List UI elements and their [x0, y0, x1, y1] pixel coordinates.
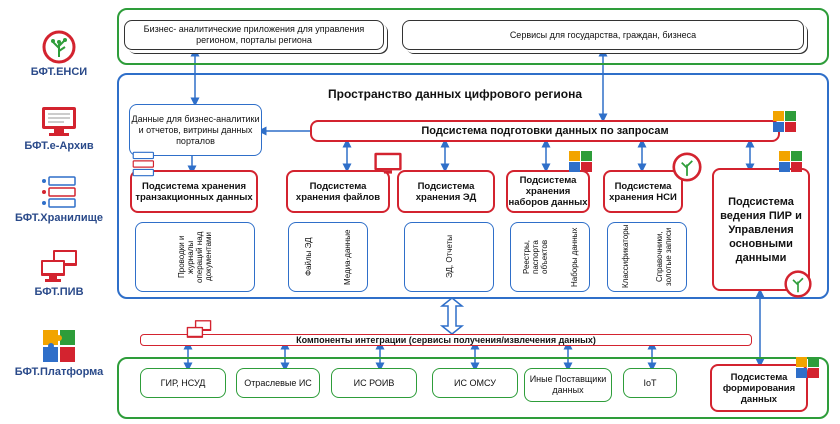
subsystem-label: Подсистема хранения НСИ — [609, 180, 677, 203]
bi-data-label: Данные для бизнес-аналитики и отчетов, в… — [131, 113, 260, 146]
formation-label: Подсистема формирования данных — [722, 371, 796, 405]
source-label: Отраслевые ИС — [244, 377, 312, 388]
legend-item-platform: БФТ.Платформа — [4, 328, 114, 378]
source-box: Отраслевые ИС — [236, 368, 320, 398]
source-label: ИС РОИВ — [353, 377, 395, 388]
content-datasets: Реестры, паспорта объектов Наборы данных — [510, 222, 590, 292]
puzzle-icon — [779, 151, 802, 172]
subsystem-label: Подсистема хранения ЭД — [415, 180, 477, 203]
source-label: ГИР, НСУД — [160, 377, 206, 388]
prep-subsystem: Подсистема подготовки данных по запросам — [310, 120, 780, 142]
legend-label: БФТ.ПИВ — [34, 286, 84, 298]
legend-label: БФТ.Платформа — [14, 366, 104, 378]
subsystem-nsi: Подсистема хранения НСИ — [603, 170, 683, 213]
subsystem-label: Подсистема хранения файлов — [295, 180, 381, 203]
content-item: Файлы ЭД — [304, 237, 313, 277]
legend-label: БФТ.Хранилище — [15, 212, 103, 224]
source-box: ИС ОМСУ — [432, 368, 518, 398]
consumers-frame — [117, 8, 829, 65]
subsystem-datasets: Подсистема хранения наборов данных — [506, 170, 590, 213]
monitor-stack-icon — [186, 320, 212, 338]
source-label: Иные Поставщики данных — [529, 374, 607, 395]
legend-item-ensi: БФТ.ЕНСИ — [4, 30, 114, 78]
puzzle-icon — [796, 357, 819, 378]
puzzle-icon — [569, 151, 592, 172]
subsystem-pir: Подсистема ведения ПИР и Управления осно… — [712, 168, 810, 291]
source-box: ИС РОИВ — [331, 368, 417, 398]
services-label: Сервисы для государства, граждан, бизнес… — [509, 29, 697, 40]
legend-item-piv: БФТ.ПИВ — [4, 248, 114, 298]
data-space-frame — [117, 73, 829, 299]
archive-monitor-icon — [42, 107, 76, 136]
sources-frame — [117, 357, 829, 419]
content-nsi: Классификаторы Справочники, золотые запи… — [607, 222, 687, 292]
services-box: Сервисы для государства, граждан, бизнес… — [402, 20, 804, 50]
server-storage-icon — [132, 151, 155, 177]
integration-label: Компоненты интеграции (сервисы получения… — [296, 334, 596, 345]
tree-logo-icon — [42, 30, 76, 64]
server-storage-icon — [42, 176, 76, 208]
bidirectional-arrow — [439, 297, 465, 335]
bi-apps-label: Бизнес- аналитические приложения для упр… — [143, 24, 365, 45]
bi-data-box: Данные для бизнес-аналитики и отчетов, в… — [129, 104, 262, 156]
source-label: ИС ОМСУ — [454, 377, 496, 388]
puzzle-icon — [773, 111, 796, 132]
source-label: IoT — [643, 377, 657, 388]
subsystem-label: Подсистема хранения наборов данных — [508, 175, 588, 208]
bi-apps-box: Бизнес- аналитические приложения для упр… — [124, 20, 384, 50]
puzzle-icon — [43, 330, 75, 362]
content-item: Проводки и журналы операций над документ… — [177, 231, 213, 283]
archive-monitor-icon — [374, 152, 402, 174]
source-box: ГИР, НСУД — [140, 368, 226, 398]
content-item: Справочники, золотые записи — [655, 227, 674, 287]
legend-item-earchive: БФТ.е-Архив — [4, 104, 114, 152]
content-item: Наборы данных — [569, 227, 579, 287]
content-item: ЭД, Отчеты — [444, 235, 454, 279]
subsystem-files: Подсистема хранения файлов — [286, 170, 390, 213]
prep-label: Подсистема подготовки данных по запросам — [421, 124, 669, 137]
legend-label: БФТ.ЕНСИ — [30, 66, 88, 78]
content-files: Файлы ЭД Медиа-данные — [288, 222, 368, 292]
tree-logo-icon — [784, 270, 812, 298]
legend-label: БФТ.е-Архив — [24, 140, 94, 152]
subsystem-label: Подсистема хранения транзакционных данны… — [135, 180, 253, 203]
subsystem-ed: Подсистема хранения ЭД — [397, 170, 495, 213]
space-title: Пространство данных цифрового региона — [327, 87, 582, 101]
subsystem-transactional: Подсистема хранения транзакционных данны… — [130, 170, 258, 213]
content-ed: ЭД, Отчеты — [404, 222, 494, 292]
tree-logo-icon — [672, 152, 702, 182]
integration-bar: Компоненты интеграции (сервисы получения… — [140, 334, 752, 346]
content-item: Классификаторы — [620, 224, 630, 288]
source-box: Иные Поставщики данных — [524, 368, 612, 402]
subsystem-label: Подсистема ведения ПИР и Управления осно… — [720, 195, 802, 264]
monitor-stack-icon — [41, 250, 77, 282]
source-box: IoT — [623, 368, 677, 398]
legend-item-storage: БФТ.Хранилище — [4, 174, 114, 224]
content-transactional: Проводки и журналы операций над документ… — [135, 222, 255, 292]
content-item: Медиа-данные — [343, 229, 352, 285]
formation-subsystem: Подсистема формирования данных — [710, 364, 808, 412]
content-item: Реестры, паспорта объектов — [521, 239, 549, 275]
